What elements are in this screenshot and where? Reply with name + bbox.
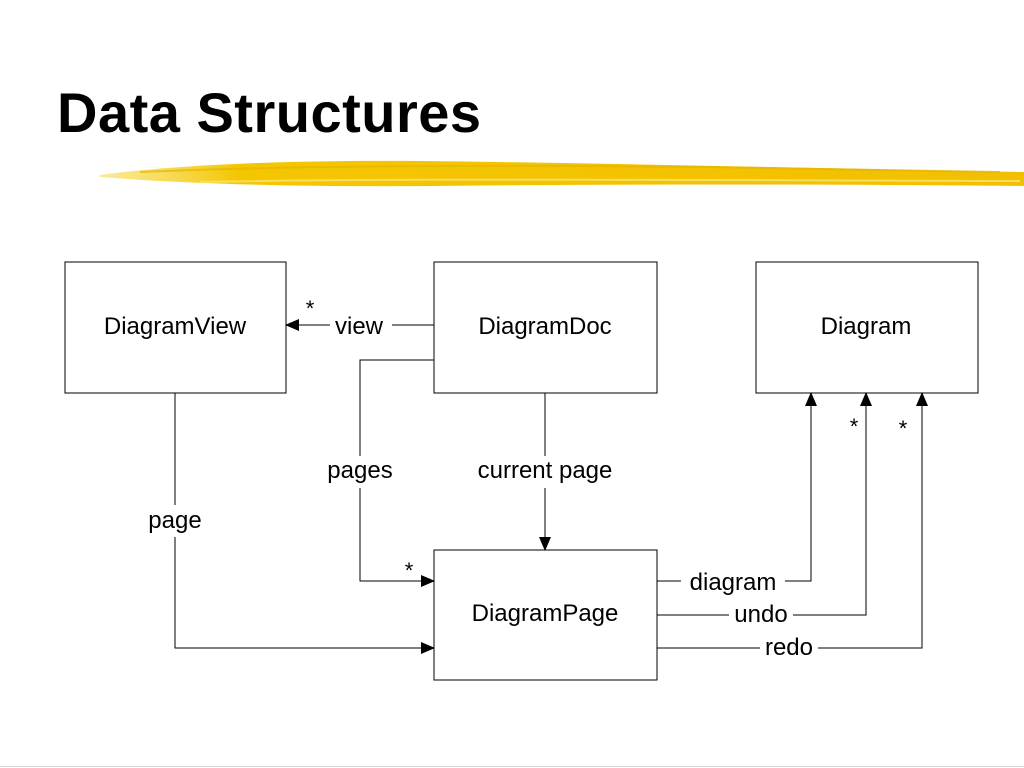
multiplicity-redo: * <box>899 416 908 441</box>
multiplicity-view: * <box>306 296 315 321</box>
class-name-diagram-page: DiagramPage <box>472 600 619 627</box>
association-label-undo: undo <box>734 601 787 628</box>
association-label-diagram: diagram <box>690 569 777 596</box>
association-label-pages: pages <box>327 457 392 484</box>
class-name-diagram: Diagram <box>821 313 912 340</box>
slide-footer-divider <box>0 766 1024 767</box>
class-box-diagram-doc: DiagramDoc <box>433 261 658 394</box>
association-undo <box>657 392 872 616</box>
association-label-page: page <box>148 507 201 534</box>
association-label-redo: redo <box>765 634 813 661</box>
association-label-current-page: current page <box>478 457 613 484</box>
class-box-diagram-page: DiagramPage <box>433 549 658 681</box>
association-redo <box>657 392 928 649</box>
association-pages <box>359 359 435 587</box>
class-name-diagram-doc: DiagramDoc <box>478 313 611 340</box>
multiplicity-undo: * <box>850 414 859 439</box>
highlighter-stroke <box>100 160 1024 187</box>
slide-title: Data Structures <box>57 81 482 144</box>
association-page <box>174 393 435 654</box>
multiplicity-pages: * <box>405 558 414 583</box>
association-diagram <box>657 392 817 582</box>
association-label-view: view <box>335 313 384 340</box>
class-box-diagram: Diagram <box>755 261 979 394</box>
class-name-diagram-view: DiagramView <box>104 313 247 340</box>
class-box-diagram-view: DiagramView <box>64 261 287 394</box>
